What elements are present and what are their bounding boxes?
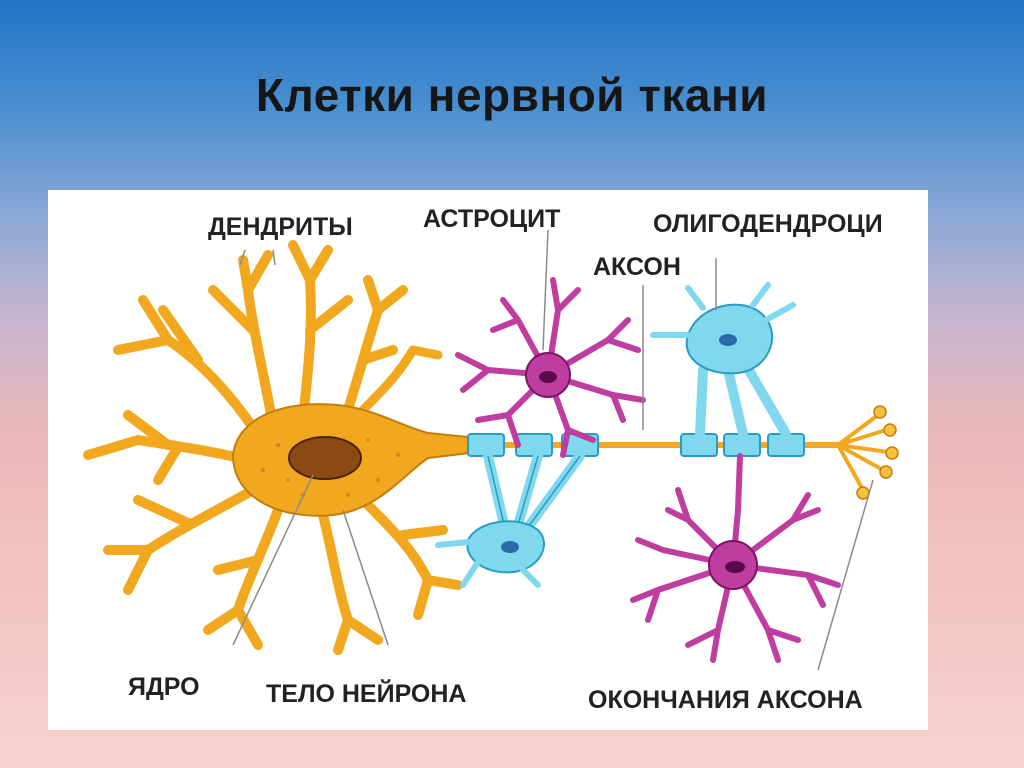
slide-title: Клетки нервной ткани: [255, 69, 769, 121]
diagram-panel: ДЕНДРИТЫ АСТРОЦИТ ОЛИГОДЕНДРОЦИ АКСОН ЯД…: [48, 190, 928, 730]
oligodendrocyte-upper: [650, 282, 796, 439]
myelin-sheath: [467, 433, 805, 457]
label-astrocyte: АСТРОЦИТ: [423, 205, 560, 233]
axon-terminals: [836, 413, 890, 492]
astrocyte-upper: [455, 277, 646, 458]
axon-terminal-buttons: [856, 405, 899, 500]
label-dendrites: ДЕНДРИТЫ: [208, 213, 353, 241]
neuron-diagram: ДЕНДРИТЫ АСТРОЦИТ ОЛИГОДЕНДРОЦИ АКСОН ЯД…: [83, 205, 899, 714]
label-oligodendrocyte: ОЛИГОДЕНДРОЦИ: [653, 210, 883, 238]
oligodendrocyte-lower: [435, 451, 585, 588]
label-axon: АКСОН: [593, 253, 681, 281]
astrocyte-lower: [630, 453, 841, 663]
neuron-nucleus: [288, 436, 362, 480]
neuron-dendrites: [83, 240, 463, 655]
label-nucleus: ЯДРО: [128, 673, 200, 701]
label-neuron-body: ТЕЛО НЕЙРОНА: [266, 678, 466, 708]
label-axon-endings: ОКОНЧАНИЯ АКСОНА: [588, 686, 863, 714]
pointer-lines: [232, 229, 874, 671]
